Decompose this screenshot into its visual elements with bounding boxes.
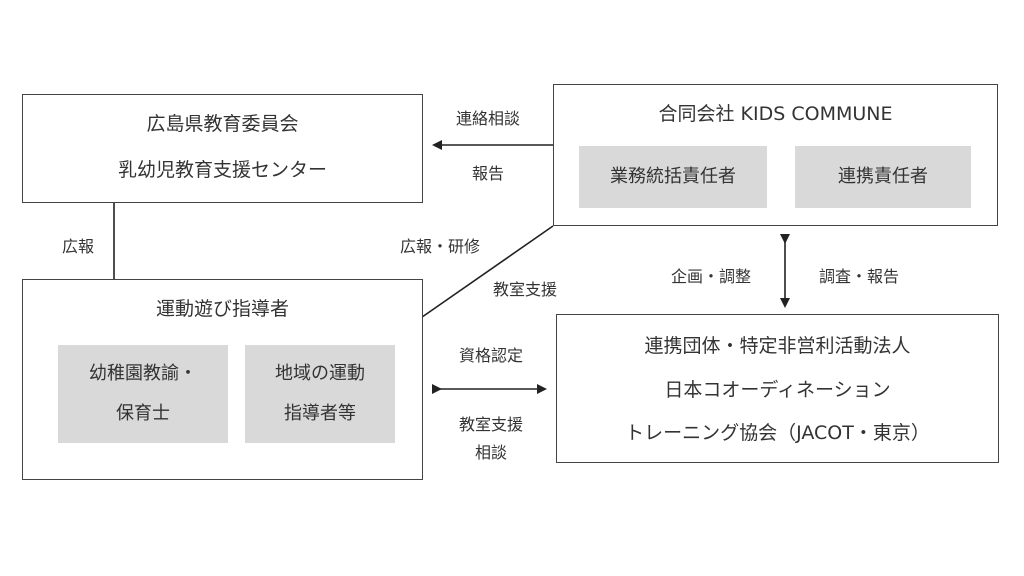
instructor-title: 運動遊び指導者 [155, 298, 289, 320]
label-renraku-sodan: 連絡相談 [455, 109, 520, 128]
label-kyoshitsu-shien-1: 教室支援 [492, 280, 557, 299]
kids-role2-label: 連携責任者 [838, 166, 928, 187]
label-sodan: 相談 [474, 443, 507, 462]
label-kouhou-left: 広報 [61, 237, 94, 256]
jacot-line1: 連携団体・特定非営利活動法人 [644, 335, 911, 357]
label-chosa-houkoku: 調査・報告 [818, 267, 899, 286]
kids-role-liaison: 連携責任者 [795, 146, 971, 208]
arrow-kids-to-instructor [400, 225, 554, 333]
jacot-line3: トレーニング協会（JACOT・東京） [625, 422, 930, 444]
hiroshima-line1: 広島県教育委員会 [146, 113, 299, 135]
kids-commune-title: 合同会社 KIDS COMMUNE [658, 103, 893, 125]
instructor-sub1-line1: 幼稚園教諭・ [89, 363, 197, 384]
instructor-sub2-line2: 指導者等 [284, 403, 356, 424]
label-houkoku: 報告 [471, 164, 504, 183]
kids-commune-box: 合同会社 KIDS COMMUNE 業務統括責任者 連携責任者 [553, 84, 998, 226]
label-shikaku-nintei: 資格認定 [458, 346, 523, 365]
instructor-local-coach: 地域の運動 指導者等 [245, 345, 395, 443]
jacot-line2: 日本コオーディネーション [664, 379, 891, 401]
label-kikaku-chosei: 企画・調整 [670, 267, 751, 286]
kids-role-general-manager: 業務統括責任者 [579, 146, 767, 208]
kids-role1-label: 業務統括責任者 [610, 166, 736, 187]
hiroshima-box: 広島県教育委員会 乳幼児教育支援センター [22, 94, 423, 203]
instructor-box: 運動遊び指導者 幼稚園教諭・ 保育士 地域の運動 指導者等 [22, 279, 423, 480]
hiroshima-line2: 乳幼児教育支援センター [117, 159, 327, 181]
jacot-box: 連携団体・特定非営利活動法人 日本コオーディネーション トレーニング協会（JAC… [556, 314, 999, 463]
instructor-sub1-line2: 保育士 [116, 403, 170, 424]
instructor-kindergarten-teacher: 幼稚園教諭・ 保育士 [58, 345, 228, 443]
instructor-sub2-line1: 地域の運動 [275, 363, 365, 384]
label-kyoshitsu-shien-2: 教室支援 [458, 415, 523, 434]
label-kouhou-kenshu: 広報・研修 [399, 237, 480, 256]
